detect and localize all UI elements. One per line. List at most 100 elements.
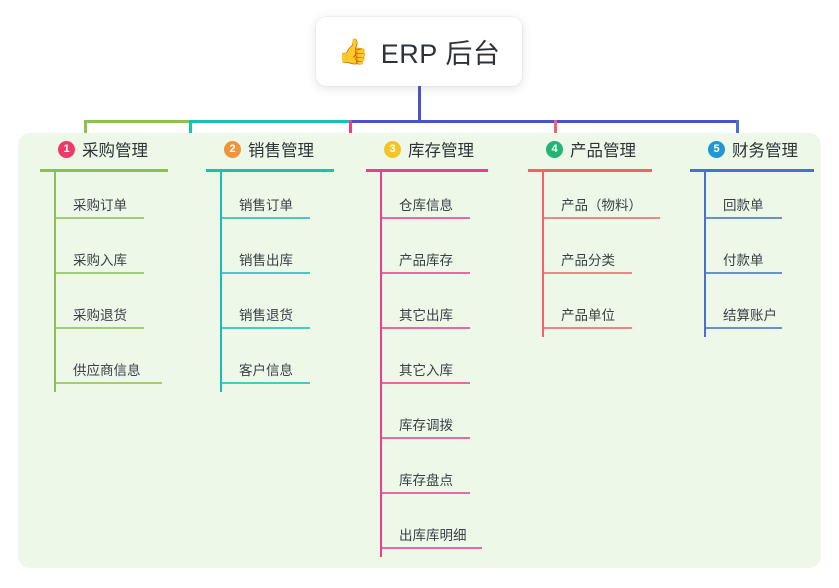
menu-item-label: 其它出库 [399,308,453,323]
category-title: 财务管理 [732,142,798,160]
category-header[interactable]: 4 产品管理 [528,133,652,165]
category-underline [206,169,334,172]
menu-item-underline [54,382,162,384]
connector-bar-segment [349,120,419,123]
category-item-list: 采购订单采购入库采购退货供应商信息 [40,172,168,392]
category-header[interactable]: 3 库存管理 [366,133,488,165]
category-header[interactable]: 5 财务管理 [690,133,814,165]
menu-item[interactable]: 出库库明细 [366,502,488,557]
menu-item[interactable]: 采购订单 [40,172,168,227]
category-column: 5 财务管理回款单付款单结算账户 [690,133,814,337]
connector-bar-segment [84,120,189,123]
category-underline [690,169,814,172]
category-spine [380,172,382,557]
menu-item-underline [380,382,470,384]
connector-bar-segment [554,120,738,123]
menu-item-label: 销售退货 [239,308,293,323]
menu-item-underline [542,327,632,329]
menu-item-underline [380,437,470,439]
menu-item[interactable]: 库存调拨 [366,392,488,447]
connector-trunk [418,86,421,122]
category-number-badge: 5 [708,140,725,158]
menu-item-label: 销售订单 [239,198,293,213]
menu-item[interactable]: 产品分类 [528,227,652,282]
root-node-card[interactable]: 👍 ERP 后台 [316,17,522,86]
category-spine [220,172,222,392]
menu-item-underline [380,492,470,494]
category-spine [704,172,706,337]
menu-item-label: 销售出库 [239,253,293,268]
category-number-badge: 1 [58,140,75,158]
menu-item[interactable]: 采购入库 [40,227,168,282]
category-title: 采购管理 [82,142,148,160]
menu-item[interactable]: 其它入库 [366,337,488,392]
menu-item[interactable]: 产品（物料） [528,172,660,227]
menu-item-underline [54,327,144,329]
category-title: 销售管理 [248,142,314,160]
menu-item-underline [220,217,310,219]
menu-item[interactable]: 销售出库 [206,227,334,282]
menu-item[interactable]: 客户信息 [206,337,334,392]
category-spine [54,172,56,392]
menu-item-label: 产品分类 [561,253,615,268]
root-node-title: ERP 后台 [380,39,501,69]
category-item-list: 仓库信息产品库存其它出库其它入库库存调拨库存盘点出库库明细 [366,172,488,557]
menu-item-underline [220,327,310,329]
menu-item-underline [542,272,632,274]
category-underline [528,169,652,172]
thumbs-up-icon: 👍 [337,38,369,66]
menu-item[interactable]: 销售订单 [206,172,334,227]
menu-item-underline [380,272,470,274]
menu-item[interactable]: 销售退货 [206,282,334,337]
category-underline [40,169,168,172]
menu-item-underline [220,382,310,384]
menu-item-label: 产品（物料） [561,198,642,213]
menu-item-label: 采购退货 [73,308,127,323]
menu-item-label: 库存盘点 [399,473,453,488]
menu-item-label: 出库库明细 [399,528,467,543]
category-spine [542,172,544,337]
connector-bar-segment [189,120,349,123]
category-item-list: 产品（物料） 产品分类产品单位 [528,172,660,337]
menu-item-label: 其它入库 [399,363,453,378]
menu-item-underline [380,547,482,549]
category-title: 库存管理 [408,142,474,160]
menu-item[interactable]: 供应商信息 [40,337,168,392]
category-header[interactable]: 1 采购管理 [40,133,168,165]
menu-item-underline [54,272,144,274]
category-title: 产品管理 [570,142,636,160]
menu-item-label: 仓库信息 [399,198,453,213]
menu-item[interactable]: 其它出库 [366,282,488,337]
menu-item-label: 回款单 [723,198,764,213]
connector-bar-segment [419,120,554,123]
menu-item[interactable]: 仓库信息 [366,172,488,227]
menu-item-underline [704,327,782,329]
menu-item-label: 库存调拨 [399,418,453,433]
menu-item-label: 采购入库 [73,253,127,268]
menu-item[interactable]: 付款单 [690,227,814,282]
menu-item[interactable]: 产品库存 [366,227,488,282]
menu-item[interactable]: 回款单 [690,172,814,227]
category-column: 3 库存管理仓库信息产品库存其它出库其它入库库存调拨库存盘点出库库明细 [366,133,488,557]
category-column: 1 采购管理采购订单采购入库采购退货供应商信息 [40,133,168,392]
menu-item-underline [220,272,310,274]
menu-item-underline [380,327,470,329]
category-number-badge: 3 [384,140,401,158]
menu-item-label: 产品单位 [561,308,615,323]
category-item-list: 回款单付款单结算账户 [690,172,814,337]
menu-item[interactable]: 产品单位 [528,282,652,337]
category-item-list: 销售订单销售出库销售退货客户信息 [206,172,334,392]
menu-item-label: 供应商信息 [73,363,141,378]
menu-item-underline [704,217,782,219]
menu-item-underline [542,217,660,219]
menu-item-label: 结算账户 [723,308,777,323]
menu-item[interactable]: 库存盘点 [366,447,488,502]
menu-item[interactable]: 采购退货 [40,282,168,337]
menu-item-label: 产品库存 [399,253,453,268]
menu-item[interactable]: 结算账户 [690,282,814,337]
menu-item-underline [380,217,470,219]
category-number-badge: 4 [546,140,563,158]
